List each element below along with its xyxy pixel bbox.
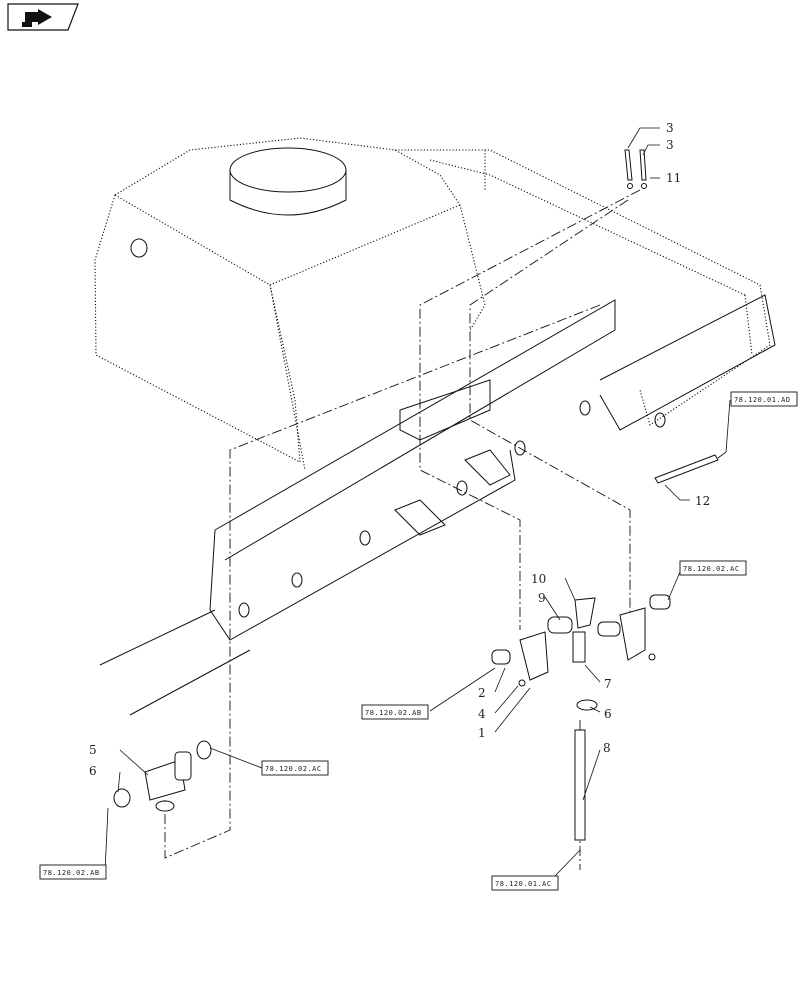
callout-1: 1 xyxy=(478,726,486,740)
callout-5: 5 xyxy=(89,743,97,757)
callout-9: 9 xyxy=(538,591,546,605)
nozzle-assembly-right xyxy=(491,594,671,841)
callout-6-right: 6 xyxy=(604,707,612,721)
callout-8: 8 xyxy=(603,741,611,755)
callout-10: 10 xyxy=(531,572,546,586)
callout-7: 7 xyxy=(604,677,612,691)
callout-12: 12 xyxy=(695,494,710,508)
nozzle-assembly-left xyxy=(113,740,212,812)
ref-box-78-120-02-ab-mid[interactable]: 78.120.02.AB xyxy=(361,704,429,720)
ref-box-78-120-01-ad[interactable]: 78.120.01.AD xyxy=(730,391,798,407)
svg-text:78.120.02.AB: 78.120.02.AB xyxy=(365,709,422,717)
callout-numbers: 3 3 11 12 10 9 7 6 8 2 4 1 5 6 xyxy=(89,121,710,778)
callout-11: 11 xyxy=(666,171,681,185)
callout-3-a: 3 xyxy=(666,121,674,135)
ref-box-78-120-02-ac-left[interactable]: 78.120.02.AC xyxy=(261,760,329,776)
tank-assembly xyxy=(94,137,771,471)
callout-6-left: 6 xyxy=(89,764,97,778)
callout-3-b: 3 xyxy=(666,138,674,152)
callout-4: 4 xyxy=(478,707,486,721)
nav-arrow-icon[interactable] xyxy=(7,3,79,31)
frame-channel xyxy=(99,294,776,716)
svg-text:78.120.02.AC: 78.120.02.AC xyxy=(265,765,322,773)
bolts xyxy=(624,149,647,189)
center-lines xyxy=(164,189,641,870)
reference-boxes: 78.120.01.AD 78.120.02.AC 78.120.02.AB 7… xyxy=(39,391,798,891)
part-12-strip xyxy=(654,454,719,484)
leader-lines xyxy=(104,127,731,877)
ref-box-78-120-02-ab-left[interactable]: 78.120.02.AB xyxy=(39,864,107,880)
svg-text:78.120.01.AD: 78.120.01.AD xyxy=(734,396,791,404)
ref-box-78-120-01-ac[interactable]: 78.120.01.AC xyxy=(491,875,559,891)
svg-text:78.120.02.AC: 78.120.02.AC xyxy=(683,565,740,573)
ref-box-78-120-02-ac-right[interactable]: 78.120.02.AC xyxy=(679,560,747,576)
svg-text:78.120.02.AB: 78.120.02.AB xyxy=(43,869,100,877)
callout-2: 2 xyxy=(478,686,486,700)
svg-text:78.120.01.AC: 78.120.01.AC xyxy=(495,880,552,888)
